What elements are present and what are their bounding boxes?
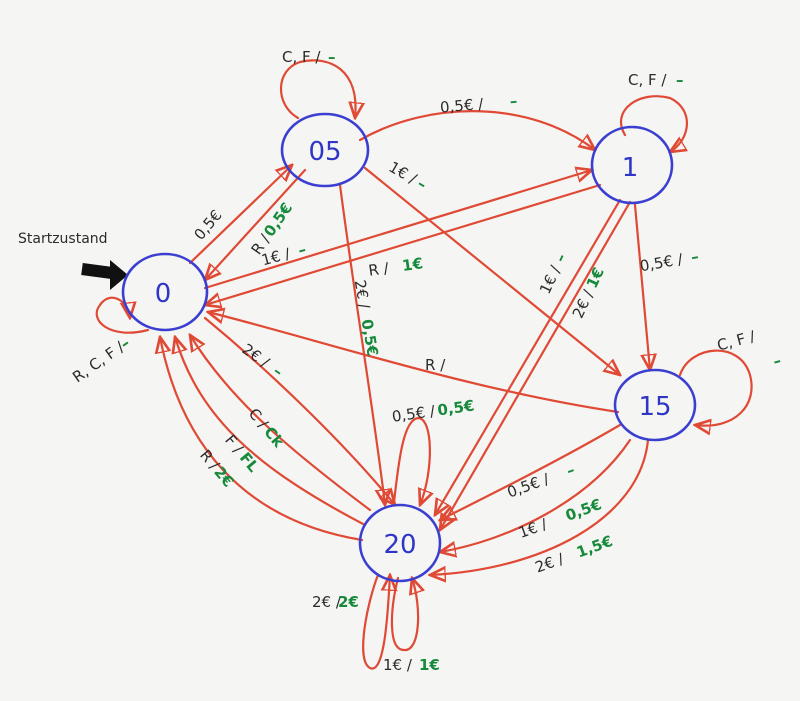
state-0-label: 0 — [155, 279, 172, 309]
svg-text:1€ /: 1€ / — [383, 656, 413, 674]
svg-text:C, F /: C, F / — [715, 327, 758, 355]
svg-text:1€: 1€ — [583, 265, 608, 292]
svg-text:–: – — [676, 71, 684, 89]
edge-s20-self-loop-1 — [390, 578, 418, 652]
state-1-label: 1 — [622, 153, 639, 183]
edge-s05-to-s0 — [205, 168, 307, 280]
label-s05-s15: 1€ / – — [386, 158, 430, 194]
state-1: 1 — [590, 125, 674, 205]
svg-text:1€ /: 1€ / — [386, 158, 421, 189]
state-20-label: 20 — [383, 530, 416, 560]
svg-text:–: – — [551, 251, 570, 265]
edge-s15-to-s20-2 — [430, 438, 650, 575]
svg-text:0,5€: 0,5€ — [436, 396, 475, 419]
edge-s15-to-s20-1 — [440, 438, 632, 552]
label-s20-loop-1: 1€ / 1€ — [383, 656, 440, 674]
edge-s15-to-s0 — [208, 312, 620, 414]
svg-text:–: – — [564, 461, 577, 480]
edge-s0-to-s05 — [188, 165, 292, 265]
svg-text:2€ /: 2€ / — [239, 340, 274, 372]
svg-text:1€: 1€ — [401, 254, 424, 275]
svg-text:FL: FL — [236, 449, 263, 476]
state-15-label: 15 — [638, 392, 671, 422]
svg-text:1€ /: 1€ / — [516, 515, 550, 542]
state-20: 20 — [358, 503, 442, 583]
label-s0-loop: R, C, F / – — [69, 334, 133, 386]
edge-s0-to-s20 — [203, 316, 395, 505]
label-s1-s20-1: 1€ / – — [536, 251, 570, 297]
edge-s1-to-s15 — [633, 203, 650, 370]
svg-text:1,5€: 1,5€ — [574, 532, 615, 562]
state-0: 0 — [121, 252, 209, 332]
label-s0-s20: 2€ / – — [239, 340, 287, 381]
label-s1-loop: C, F / – — [628, 71, 684, 89]
svg-text:0,5€ /: 0,5€ / — [439, 95, 485, 117]
edge-s1-to-s20-1 — [435, 198, 622, 515]
label-s0-s05: 0,5€ — [190, 206, 225, 243]
edge-s20-to-s0-c — [190, 335, 372, 512]
edge-s05-self-loop — [279, 59, 356, 118]
svg-text:–: – — [270, 362, 286, 381]
edge-s15-to-s20-05 — [440, 423, 622, 520]
label-s15-s20-1: 1€ / 0,5€ — [516, 495, 604, 542]
label-s15-s20-05: 0,5€ / – — [505, 461, 577, 502]
edge-s20-self-loop-05 — [392, 416, 430, 505]
svg-text:–: – — [328, 48, 336, 66]
svg-text:–: – — [509, 92, 518, 111]
edge-s1-to-s0 — [205, 183, 602, 305]
label-s20-s0-c: C / Ck — [245, 405, 288, 452]
edge-s15-self-loop — [678, 349, 753, 426]
svg-text:R /: R / — [425, 356, 446, 374]
edge-s1-to-s20-2 — [440, 200, 632, 530]
edge-s0-self-loop — [95, 296, 150, 334]
edge-s20-to-s0-r — [160, 337, 364, 542]
svg-text:2€ /: 2€ / — [351, 278, 374, 311]
label-s05-loop: C, F / – — [282, 48, 336, 66]
svg-text:R /: R / — [367, 259, 390, 280]
svg-text:1€ /: 1€ / — [536, 262, 565, 297]
svg-text:0,5€ /: 0,5€ / — [638, 250, 685, 275]
svg-text:2€ /: 2€ / — [312, 593, 342, 611]
svg-text:0,5€: 0,5€ — [358, 318, 382, 358]
svg-text:C, F /: C, F / — [628, 71, 667, 89]
svg-text:0,5€: 0,5€ — [260, 199, 296, 240]
svg-text:–: – — [690, 247, 701, 266]
svg-text:2€: 2€ — [338, 593, 359, 611]
edge-s20-self-loop-2 — [362, 575, 390, 670]
svg-text:2€ /: 2€ / — [569, 286, 598, 321]
svg-text:–: – — [771, 351, 783, 370]
svg-text:C, F /: C, F / — [282, 48, 321, 66]
edge-s0-to-s1 — [203, 170, 592, 290]
label-s20-loop-05: 0,5€ / 0,5€ — [391, 396, 476, 425]
label-s20-loop-2: 2€ / 2€ — [312, 593, 359, 611]
start-state-label: Startzustand — [18, 231, 108, 247]
label-s05-s1: 0,5€ / – — [439, 92, 518, 117]
state-05: 05 — [280, 112, 370, 188]
svg-text:Ck: Ck — [260, 423, 288, 451]
edge-s05-to-s20 — [338, 183, 385, 505]
edge-s05-to-s15 — [363, 166, 620, 375]
svg-text:–: – — [296, 240, 308, 259]
svg-text:R, C, F /: R, C, F / — [69, 337, 128, 386]
label-s1-s15: 0,5€ / – — [638, 247, 700, 275]
state-05-label: 05 — [308, 137, 341, 167]
label-s15-s0: R / — [425, 356, 446, 374]
edge-s05-to-s1 — [358, 110, 595, 150]
svg-text:0,5€: 0,5€ — [190, 206, 225, 243]
edge-s1-self-loop — [619, 95, 687, 152]
edge-s20-to-s0-f — [175, 337, 367, 527]
svg-text:1€: 1€ — [419, 656, 440, 674]
start-arrow — [81, 260, 128, 290]
label-s1-s20-2: 2€ / 1€ — [569, 265, 608, 321]
label-s1-s0: R / 1€ — [367, 254, 424, 279]
label-s05-s20: 2€ / 0,5€ — [351, 278, 382, 357]
state-15: 15 — [613, 368, 697, 442]
svg-text:0,5€ /: 0,5€ / — [391, 402, 437, 426]
